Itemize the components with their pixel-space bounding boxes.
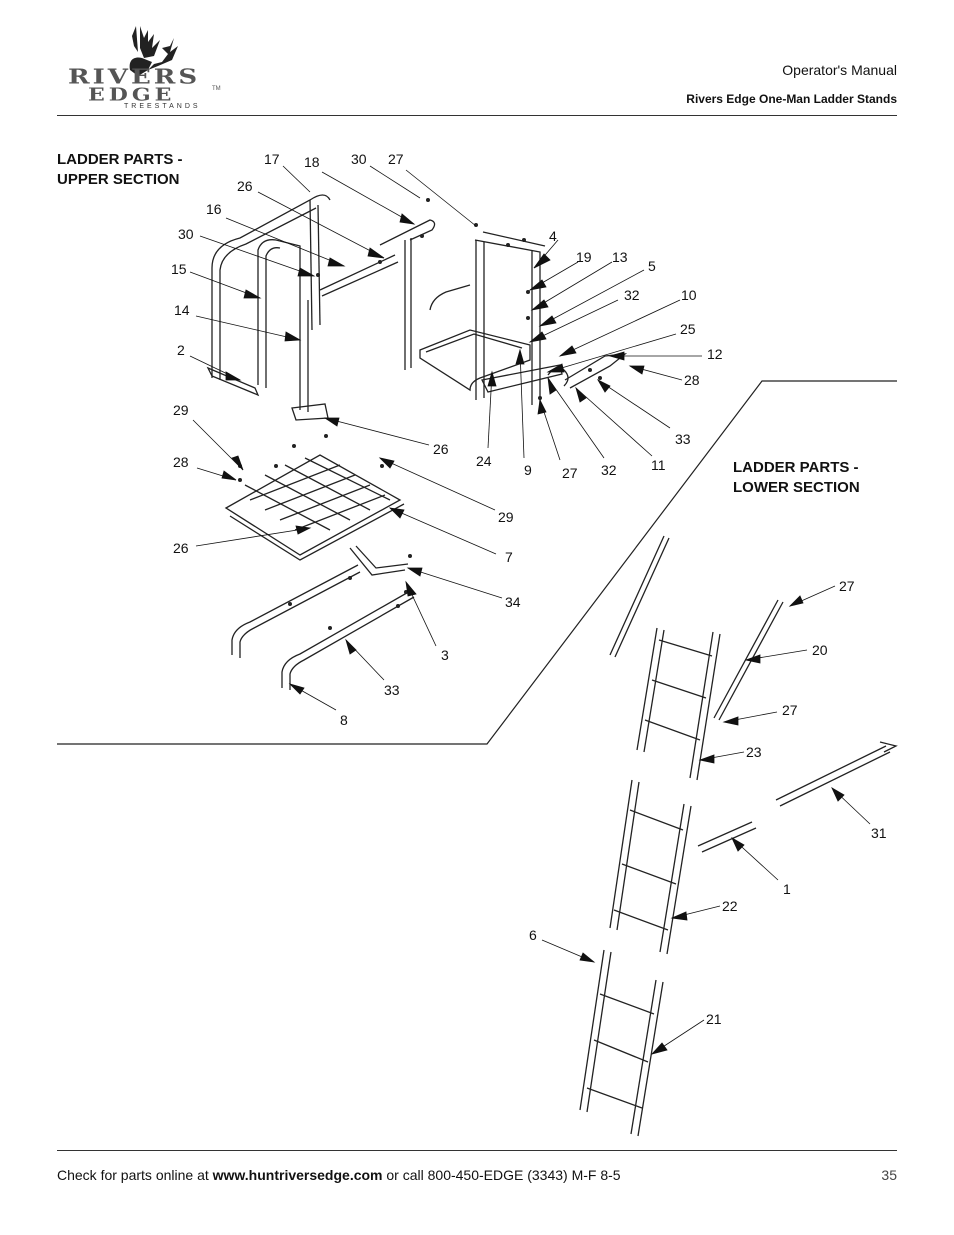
callout-23: 23 [746,744,762,760]
hardware-dots [238,198,602,630]
callout-22: 22 [722,898,738,914]
callout-28: 28 [684,372,700,388]
callout-32: 32 [601,462,617,478]
callout-27: 27 [839,578,855,594]
callout-33: 33 [384,682,400,698]
callout-4: 4 [549,228,557,244]
callout-21: 21 [706,1011,722,1027]
callout-17: 17 [264,151,280,167]
callout-29: 29 [173,402,189,418]
callout-26: 26 [237,178,253,194]
callout-24: 24 [476,453,492,469]
callout-6: 6 [529,927,537,943]
lower-section-title: LADDER PARTS - LOWER SECTION [733,459,860,496]
brand-subtitle: TREESTANDS [124,103,201,110]
callout-9: 9 [524,462,532,478]
manual-title: Operator's Manual [782,62,897,78]
callout-13: 13 [612,249,628,265]
upper-section-drawing [206,194,628,690]
header-divider [57,115,897,116]
deer-head-icon [129,26,178,76]
product-title: Rivers Edge One-Man Ladder Stands [686,92,897,106]
upper-section-title: LADDER PARTS - UPPER SECTION [57,151,183,188]
callout-15: 15 [171,261,187,277]
callout-11: 11 [651,457,666,473]
callout-30: 30 [178,226,194,242]
callout-30: 30 [351,151,367,167]
callout-28: 28 [173,454,189,470]
callout-7: 7 [505,549,513,565]
brand-wordmark-top: RIVERS [68,65,201,89]
callout-12: 12 [707,346,723,362]
footer-divider [57,1150,897,1151]
section-divider [57,380,897,745]
website-link[interactable]: www.huntriversedge.com [212,1167,383,1183]
callout-18: 18 [304,154,320,170]
footer-contact: Check for parts online at www.huntrivers… [57,1167,621,1183]
callout-29: 29 [498,509,514,525]
callout-27: 27 [562,465,578,481]
callout-10: 10 [681,287,697,303]
callout-34: 34 [505,594,521,610]
lower-section-drawing [579,535,898,1137]
callout-1: 1 [783,881,791,897]
callout-8: 8 [340,712,348,728]
callout-31: 31 [871,825,887,841]
callout-2: 2 [177,342,185,358]
callout-26: 26 [433,441,449,457]
callout-16: 16 [206,201,222,217]
callout-20: 20 [812,642,828,658]
callout-14: 14 [174,302,190,318]
page-number: 35 [881,1167,897,1183]
upper-leader-lines [189,165,702,711]
callout-33: 33 [675,431,691,447]
callout-25: 25 [680,321,696,337]
callout-26: 26 [173,540,189,556]
lower-leader-lines [541,585,871,1055]
brand-wordmark-bottom: EDGE [88,84,176,106]
brand-logo: RIVERS EDGE TM TREESTANDS [62,18,237,113]
callout-32: 32 [624,287,640,303]
brand-tm: TM [212,86,221,92]
callout-5: 5 [648,258,656,274]
callout-27: 27 [388,151,404,167]
callout-3: 3 [441,647,449,663]
callout-27: 27 [782,702,798,718]
callout-19: 19 [576,249,592,265]
